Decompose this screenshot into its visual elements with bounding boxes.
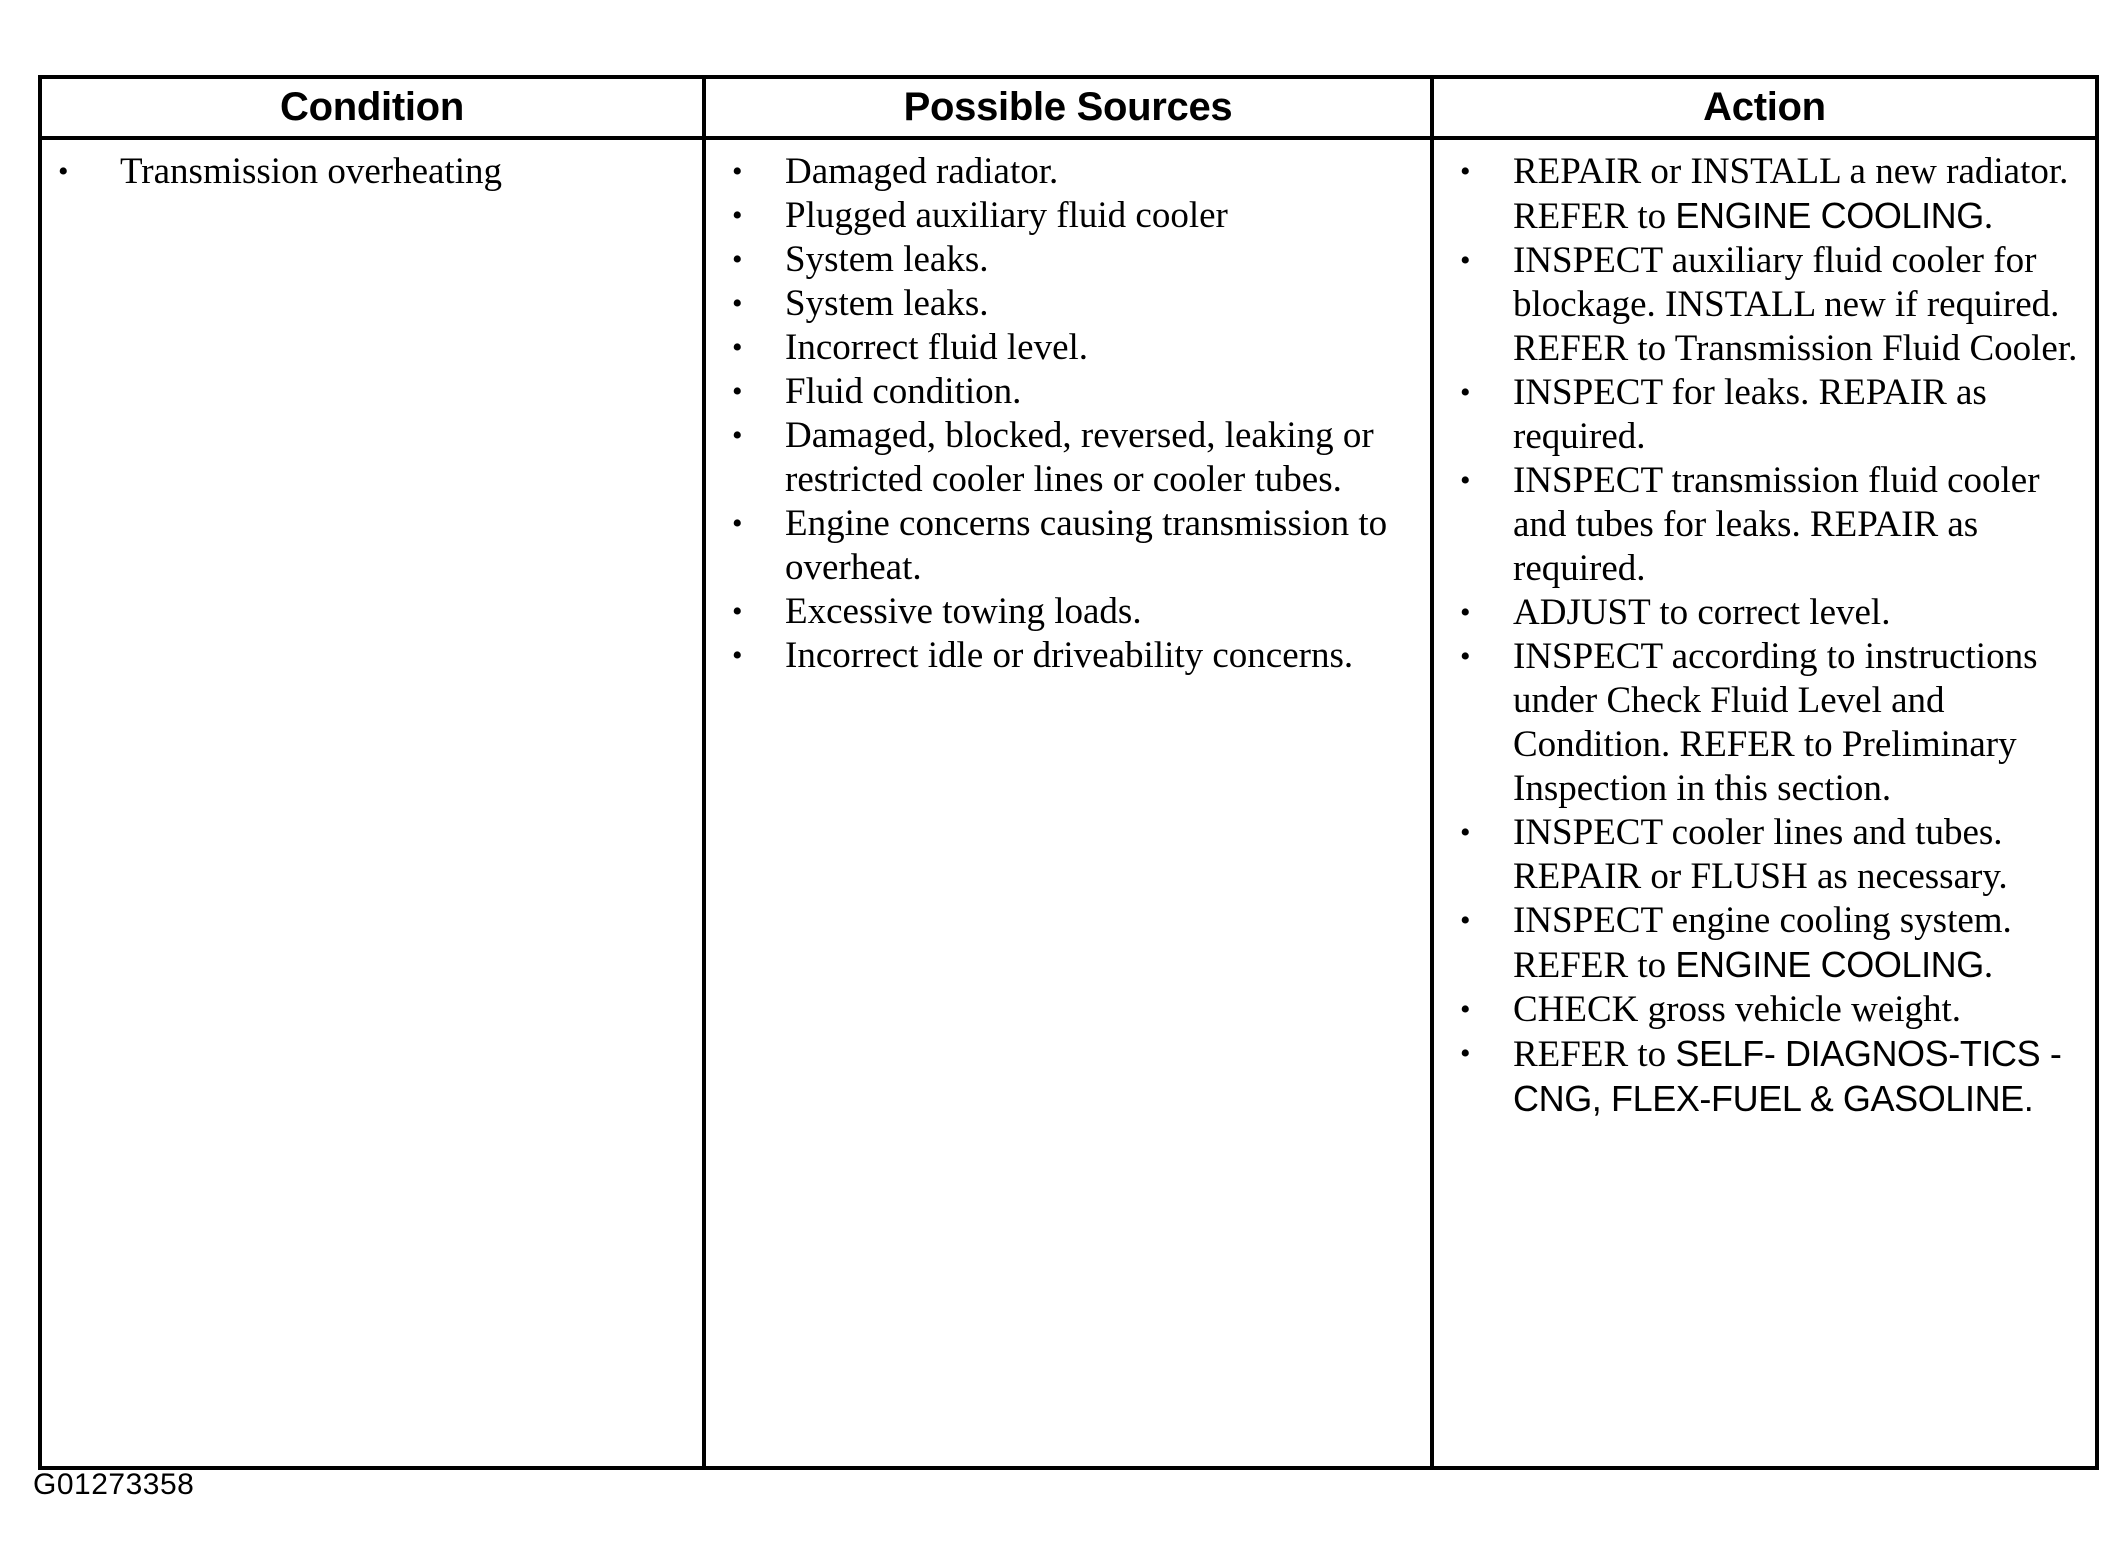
bullet-icon: • [1460, 993, 1471, 1026]
list-item: • Fluid condition. [720, 370, 1430, 414]
list-item-text: Plugged auxiliary fluid cooler [785, 195, 1228, 236]
list-item: • INSPECT engine cooling system. REFER to… [1448, 899, 2095, 988]
list-item-text: INSPECT transmission fluid cooler and tu… [1513, 459, 2095, 591]
list-item-text: Damaged, blocked, reversed, leaking or r… [785, 415, 1374, 500]
bullet-icon: • [732, 287, 743, 320]
list-item: • Incorrect fluid level. [720, 326, 1430, 370]
bullet-icon: • [1460, 904, 1471, 937]
list-item-text: ADJUST to correct level. [1513, 591, 2095, 635]
list-item: • Damaged radiator. [720, 150, 1430, 194]
body-text: REPAIR or INSTALL a new radiator. REFER … [1513, 151, 2069, 237]
list-item-text: Incorrect fluid level. [785, 327, 1089, 368]
list-item-text: Damaged radiator. [785, 151, 1059, 192]
list-item-text: Fluid condition. [785, 371, 1022, 412]
bullet-icon: • [732, 419, 743, 452]
body-text: . [1983, 196, 1994, 237]
list-item: • INSPECT according to instructions under… [1448, 635, 2095, 811]
list-item: • INSPECT cooler lines and tubes. REPAIR … [1448, 811, 2095, 899]
list-item: • Transmission overheating [50, 150, 702, 194]
body-text: CHECK gross vehicle weight. [1513, 989, 1962, 1030]
bullet-icon: • [1460, 464, 1471, 497]
cross-reference-text: SELF- DIAGNOS-TICS - CNG, FLEX-FUEL & GA… [1513, 1033, 2062, 1119]
cell-possible-sources: • Damaged radiator. • Plugged auxiliary flu… [702, 138, 1432, 1468]
body-text: INSPECT transmission fluid cooler and tu… [1513, 460, 2040, 589]
diagnosis-table: Condition Possible Sources Action • Trans… [38, 75, 2099, 1470]
list-item-text: Incorrect idle or driveability concerns. [785, 635, 1354, 676]
action-bullet-list: • REPAIR or INSTALL a new radiator. REFER… [1448, 150, 2095, 1122]
bullet-icon: • [732, 375, 743, 408]
list-item: • ADJUST to correct level. [1448, 591, 2095, 635]
list-item-text: Transmission overheating [120, 151, 502, 192]
body-text: INSPECT according to instructions under … [1513, 636, 2038, 809]
column-header-action: Action [1430, 77, 2097, 140]
list-item: • INSPECT auxiliary fluid cooler for bloc… [1448, 239, 2095, 371]
bullet-icon: • [58, 155, 69, 188]
cross-reference-text: ENGINE COOLING [1675, 944, 1984, 985]
column-header-condition: Condition [40, 77, 704, 140]
bullet-icon: • [1460, 816, 1471, 849]
list-item: • Incorrect idle or driveability concerns… [720, 634, 1430, 678]
bullet-icon: • [732, 243, 743, 276]
condition-bullet-list: • Transmission overheating [50, 150, 702, 194]
figure-id-label: G01273358 [33, 1468, 195, 1501]
bullet-icon: • [732, 155, 743, 188]
list-item-text: Engine concerns causing transmission to … [785, 503, 1388, 588]
cell-condition: • Transmission overheating [40, 138, 704, 1468]
bullet-icon: • [1460, 155, 1471, 188]
list-item: • System leaks. [720, 238, 1430, 282]
body-text: INSPECT engine cooling system. REFER to [1513, 900, 2012, 986]
list-item-text: System leaks. [785, 239, 989, 280]
possible-sources-bullet-list: • Damaged radiator. • Plugged auxiliary flu… [720, 150, 1430, 678]
list-item-text: Excessive towing loads. [785, 591, 1142, 632]
bullet-icon: • [732, 199, 743, 232]
body-text: INSPECT cooler lines and tubes. REPAIR o… [1513, 812, 2008, 897]
list-item-text: REPAIR or INSTALL a new radiator. REFER … [1513, 150, 2095, 239]
list-item-text: INSPECT cooler lines and tubes. REPAIR o… [1513, 811, 2095, 899]
bullet-icon: • [1460, 244, 1471, 277]
list-item: • Damaged, blocked, reversed, leaking or … [720, 414, 1430, 502]
list-item: • REPAIR or INSTALL a new radiator. REFER… [1448, 150, 2095, 239]
table-header-row: Condition Possible Sources Action [40, 77, 2097, 140]
list-item: • Engine concerns causing transmission to… [720, 502, 1430, 590]
cross-reference-text: ENGINE COOLING [1675, 195, 1984, 236]
bullet-icon: • [732, 595, 743, 628]
body-text: ADJUST to correct level. [1513, 592, 1891, 633]
bullet-icon: • [1460, 1037, 1471, 1070]
list-item-text: INSPECT auxiliary fluid cooler for block… [1513, 239, 2095, 371]
body-text: INSPECT auxiliary fluid cooler for block… [1513, 240, 2078, 369]
list-item: • INSPECT transmission fluid cooler and t… [1448, 459, 2095, 591]
bullet-icon: • [1460, 596, 1471, 629]
list-item: • CHECK gross vehicle weight. [1448, 988, 2095, 1032]
body-text: REFER to [1513, 1034, 1676, 1075]
list-item: • Plugged auxiliary fluid cooler [720, 194, 1430, 238]
list-item-text: REFER to SELF- DIAGNOS-TICS - CNG, FLEX-… [1513, 1032, 2095, 1122]
table-body-row: • Transmission overheating • Damaged radia… [40, 138, 2097, 1468]
list-item-text: INSPECT engine cooling system. REFER to … [1513, 899, 2095, 988]
list-item-text: INSPECT for leaks. REPAIR as required. [1513, 371, 2095, 459]
list-item: • System leaks. [720, 282, 1430, 326]
list-item: • Excessive towing loads. [720, 590, 1430, 634]
bullet-icon: • [1460, 640, 1471, 673]
list-item-text: INSPECT according to instructions under … [1513, 635, 2095, 811]
bullet-icon: • [732, 507, 743, 540]
bullet-icon: • [732, 331, 743, 364]
list-item: • REFER to SELF- DIAGNOS-TICS - CNG, FLEX… [1448, 1032, 2095, 1122]
column-header-possible-sources: Possible Sources [702, 77, 1432, 140]
body-text: INSPECT for leaks. REPAIR as required. [1513, 372, 1987, 457]
body-text: . [1983, 945, 1994, 986]
cell-action: • REPAIR or INSTALL a new radiator. REFER… [1430, 138, 2097, 1468]
list-item-text: CHECK gross vehicle weight. [1513, 988, 2095, 1032]
list-item-text: System leaks. [785, 283, 989, 324]
bullet-icon: • [732, 639, 743, 672]
bullet-icon: • [1460, 376, 1471, 409]
list-item: • INSPECT for leaks. REPAIR as required. [1448, 371, 2095, 459]
